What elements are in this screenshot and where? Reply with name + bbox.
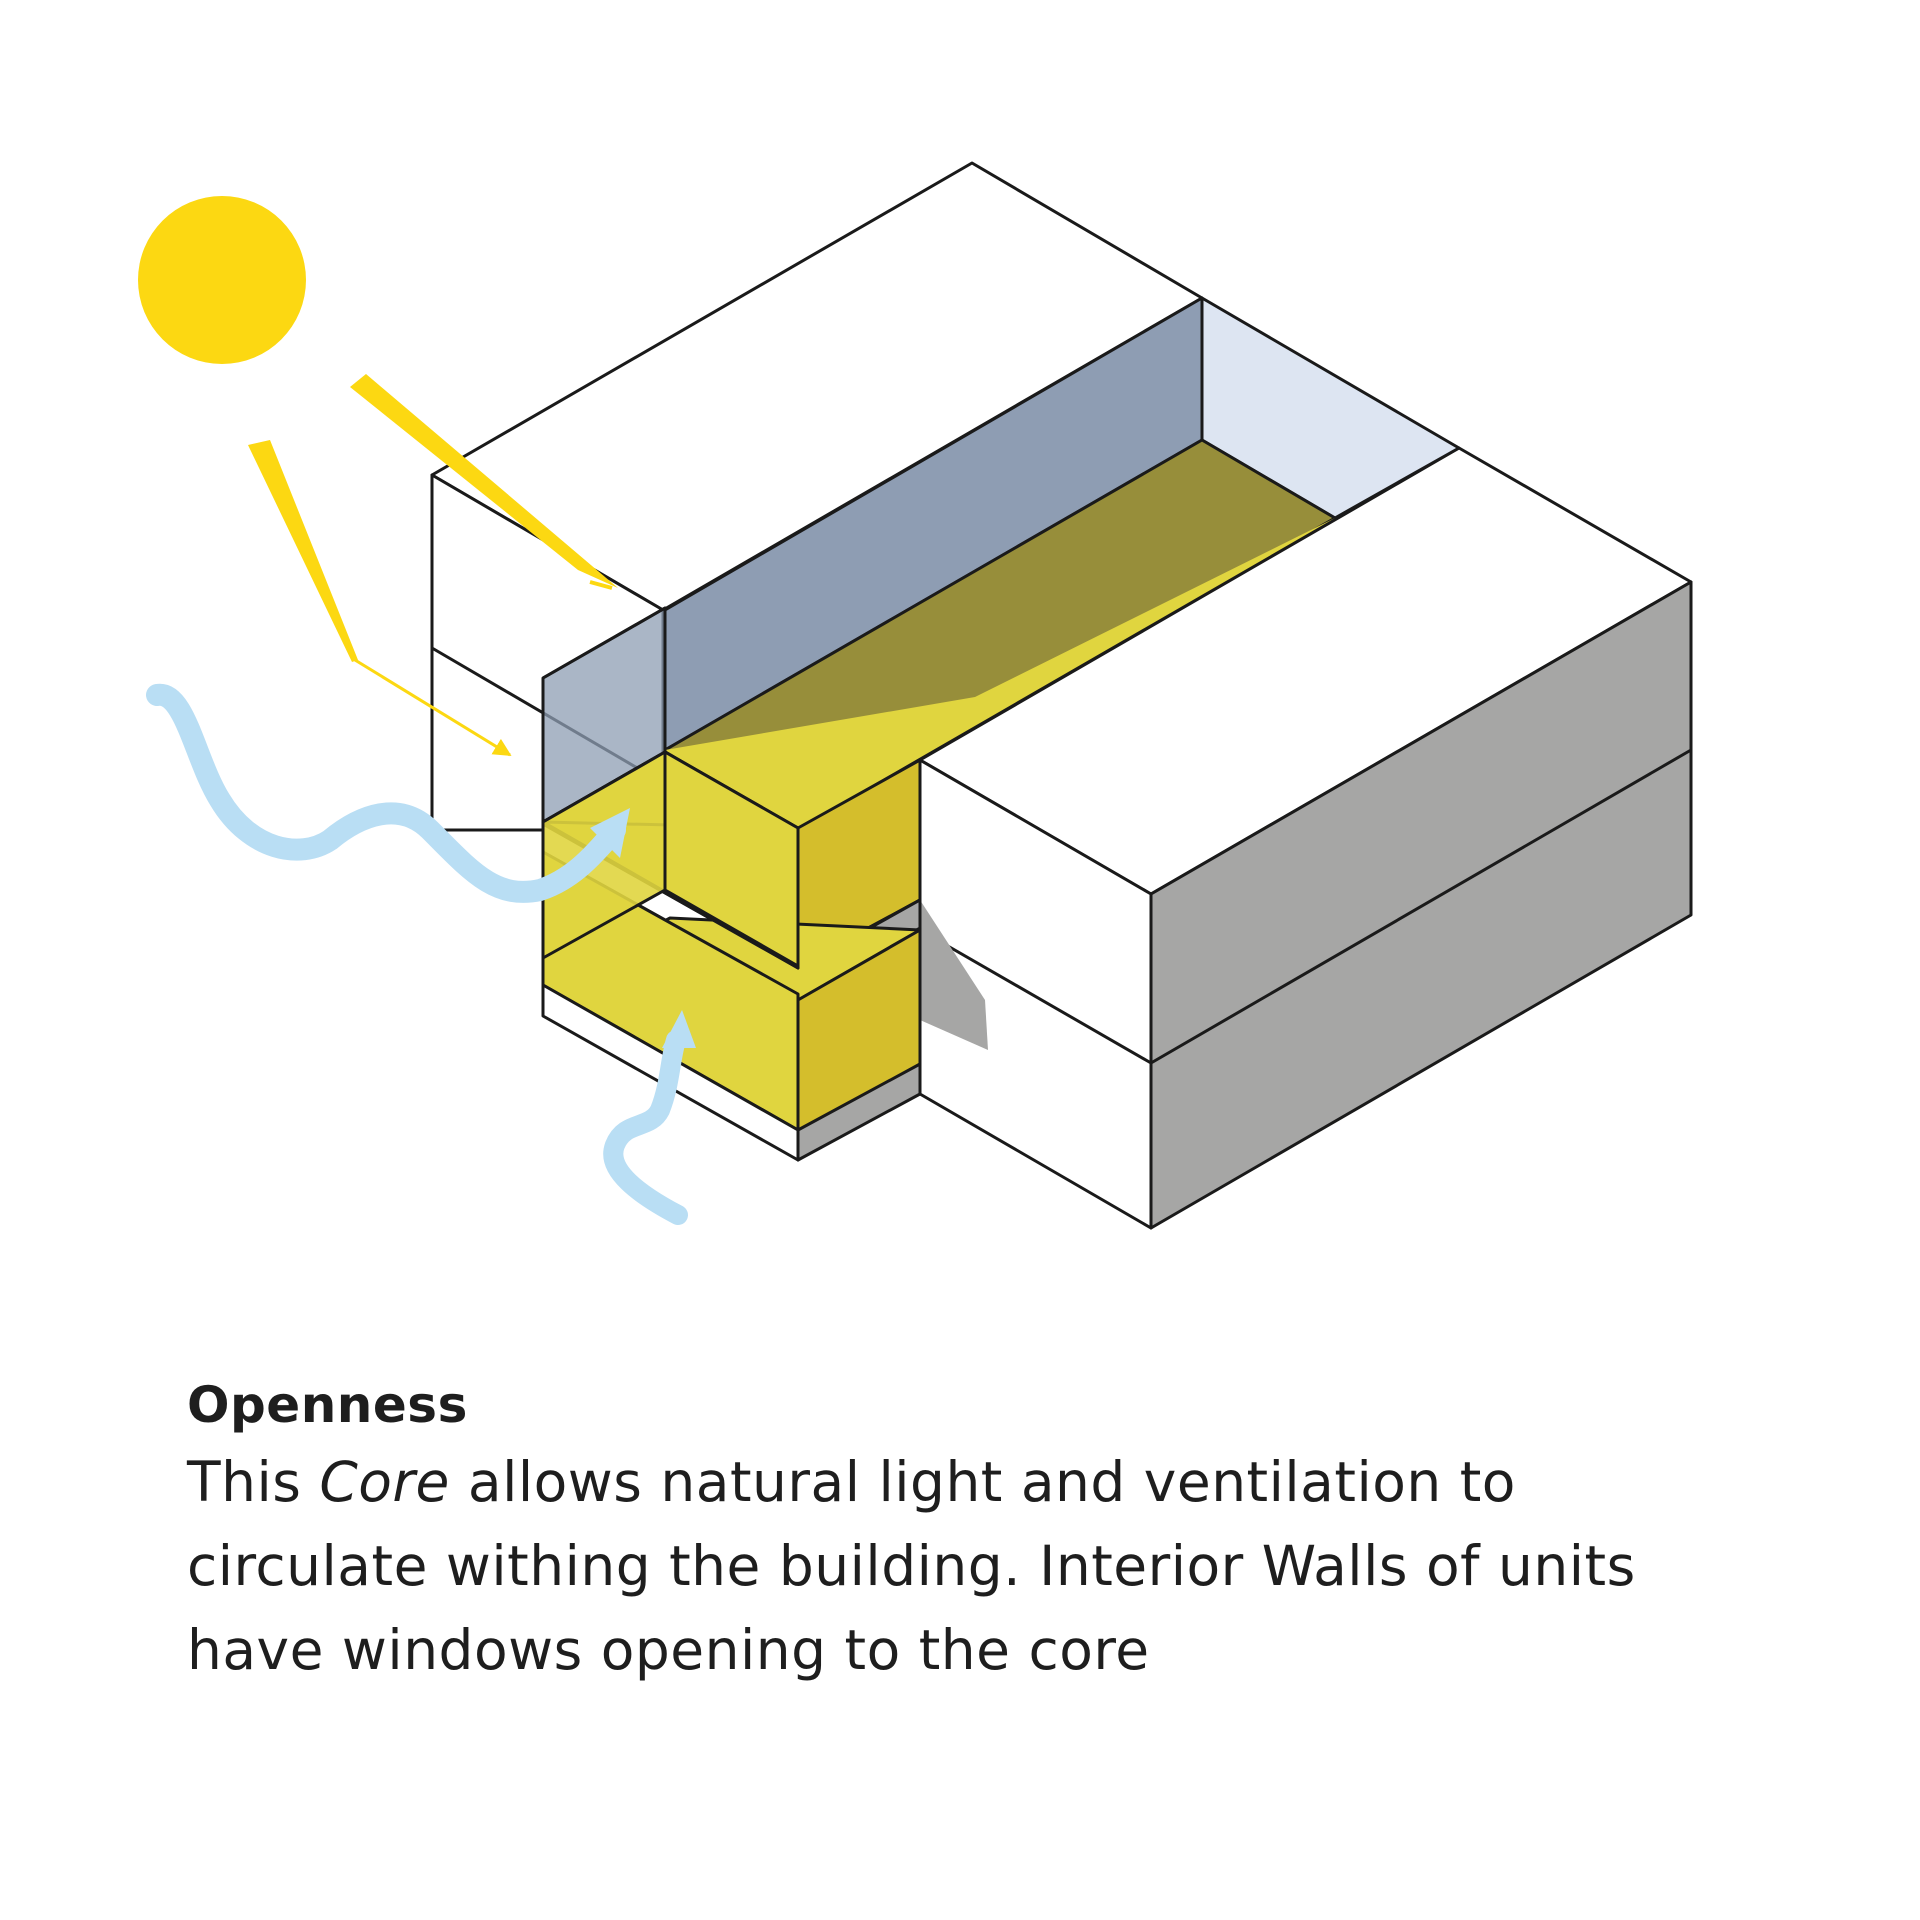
air-flow-icon (603, 1030, 688, 1225)
air-flow-arrowhead (590, 808, 630, 858)
core-openness-diagram (138, 161, 1693, 1230)
base-slab-side (796, 1062, 922, 1162)
light-ray-icon (350, 374, 618, 588)
sun-icon (138, 196, 306, 364)
caption-emphasis: Core (319, 1450, 450, 1514)
caption-body-start: This (187, 1450, 320, 1514)
air-flow-icon (146, 683, 626, 903)
caption: Openness This Core allows natural light … (187, 1370, 1747, 1692)
caption-title: Openness (187, 1376, 468, 1434)
air-flows (146, 683, 696, 1225)
caption-body-rest: allows natural light and ventilation to … (187, 1450, 1636, 1682)
air-flow-arrowhead (662, 1010, 696, 1048)
light-ray-arrow-lower (354, 658, 512, 757)
light-rays (248, 374, 618, 757)
caption-body: This Core allows natural light and venti… (187, 1440, 1747, 1692)
light-ray-arrow-upper (589, 580, 613, 590)
core-lit-floor-highlight (665, 518, 1335, 828)
light-ray-icon (248, 440, 358, 662)
cast-shadow (920, 900, 988, 1050)
building (430, 161, 1693, 1230)
